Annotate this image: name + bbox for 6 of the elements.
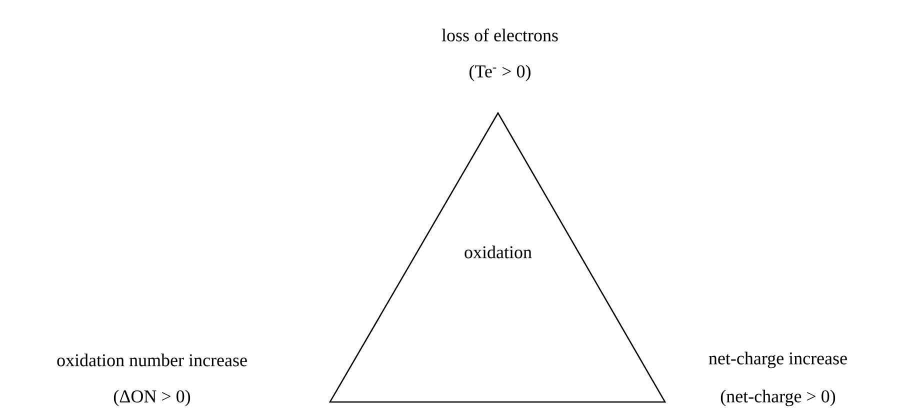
- vertex-label: (ΔON > 0): [114, 390, 190, 406]
- vertex-label: (Te$^{-}$ > 0): [470, 64, 530, 82]
- vertex-label: oxidation number increase: [57, 354, 247, 366]
- vertex-label: (net-charge > 0): [720, 390, 836, 406]
- vertex-label: net-charge increase: [708, 352, 847, 368]
- vertex-label: loss of electrons: [442, 28, 558, 42]
